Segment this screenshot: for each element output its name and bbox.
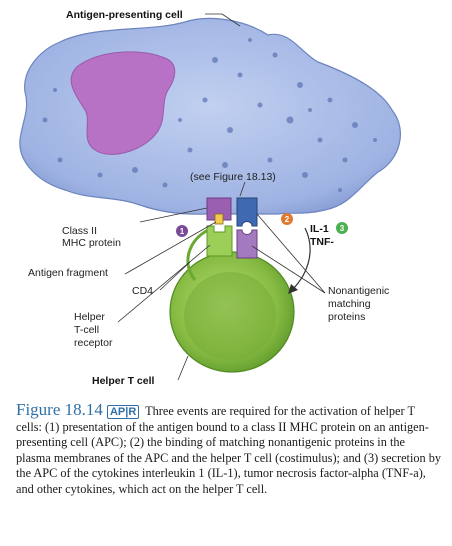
class2-label-line2: MHC protein: [62, 237, 121, 249]
helper-receptor-label-line3: receptor: [74, 337, 113, 349]
helper-t-cell-label: Helper T cell: [92, 375, 155, 387]
nonantigenic-protein-tcell: [236, 229, 258, 259]
il1-label: IL-1: [310, 223, 329, 235]
apc-granules: [42, 38, 377, 192]
step-2-circle: [281, 213, 293, 225]
figure-caption: Figure 18.14 AP|R Three events are requi…: [16, 400, 442, 498]
apc-label: Antigen-presenting cell: [66, 9, 183, 21]
nonantigenic-label-line1: Nonantigenic: [328, 285, 389, 297]
t-cell-receptor-shape: [206, 225, 233, 257]
figure-number: Figure 18.14: [16, 400, 103, 419]
step-2-number: 2: [285, 215, 290, 224]
nonantigenic-label-line2: matching: [328, 298, 371, 310]
helper-receptor-label-line2: T-cell: [74, 324, 99, 336]
apc-nucleus: [70, 51, 176, 155]
caption-text: Three events are required for the activa…: [16, 404, 442, 496]
step-3-number: 3: [340, 224, 345, 233]
leader-lines: [117, 13, 326, 381]
figure-diagram: 1 2 3 Antigen-presenting cell (see Figur…: [19, 9, 401, 387]
step-1-circle: [176, 225, 188, 237]
cytokine-arrowhead: [288, 284, 298, 294]
antigen-fragment-shape: [214, 213, 224, 225]
class2-label-line1: Class II: [62, 225, 97, 237]
step-3-circle: [336, 222, 348, 234]
nonantigenic-label-line3: proteins: [328, 311, 365, 323]
cytokine-arrow: [291, 227, 311, 291]
nonantigenic-protein-apc: [236, 197, 258, 227]
cd4-label: CD4: [132, 285, 153, 297]
helper-receptor-label-line1: Helper: [74, 311, 105, 323]
apc-cell-body: [19, 17, 401, 215]
step-1-number: 1: [180, 227, 185, 236]
antigen-fragment-label: Antigen fragment: [28, 267, 108, 279]
aprl-badge: AP|R: [106, 405, 140, 419]
tnf-label: TNF-: [310, 236, 334, 248]
helper-t-cell-nucleus: [184, 272, 276, 360]
see-figure-label: (see Figure 18.13): [190, 171, 276, 183]
